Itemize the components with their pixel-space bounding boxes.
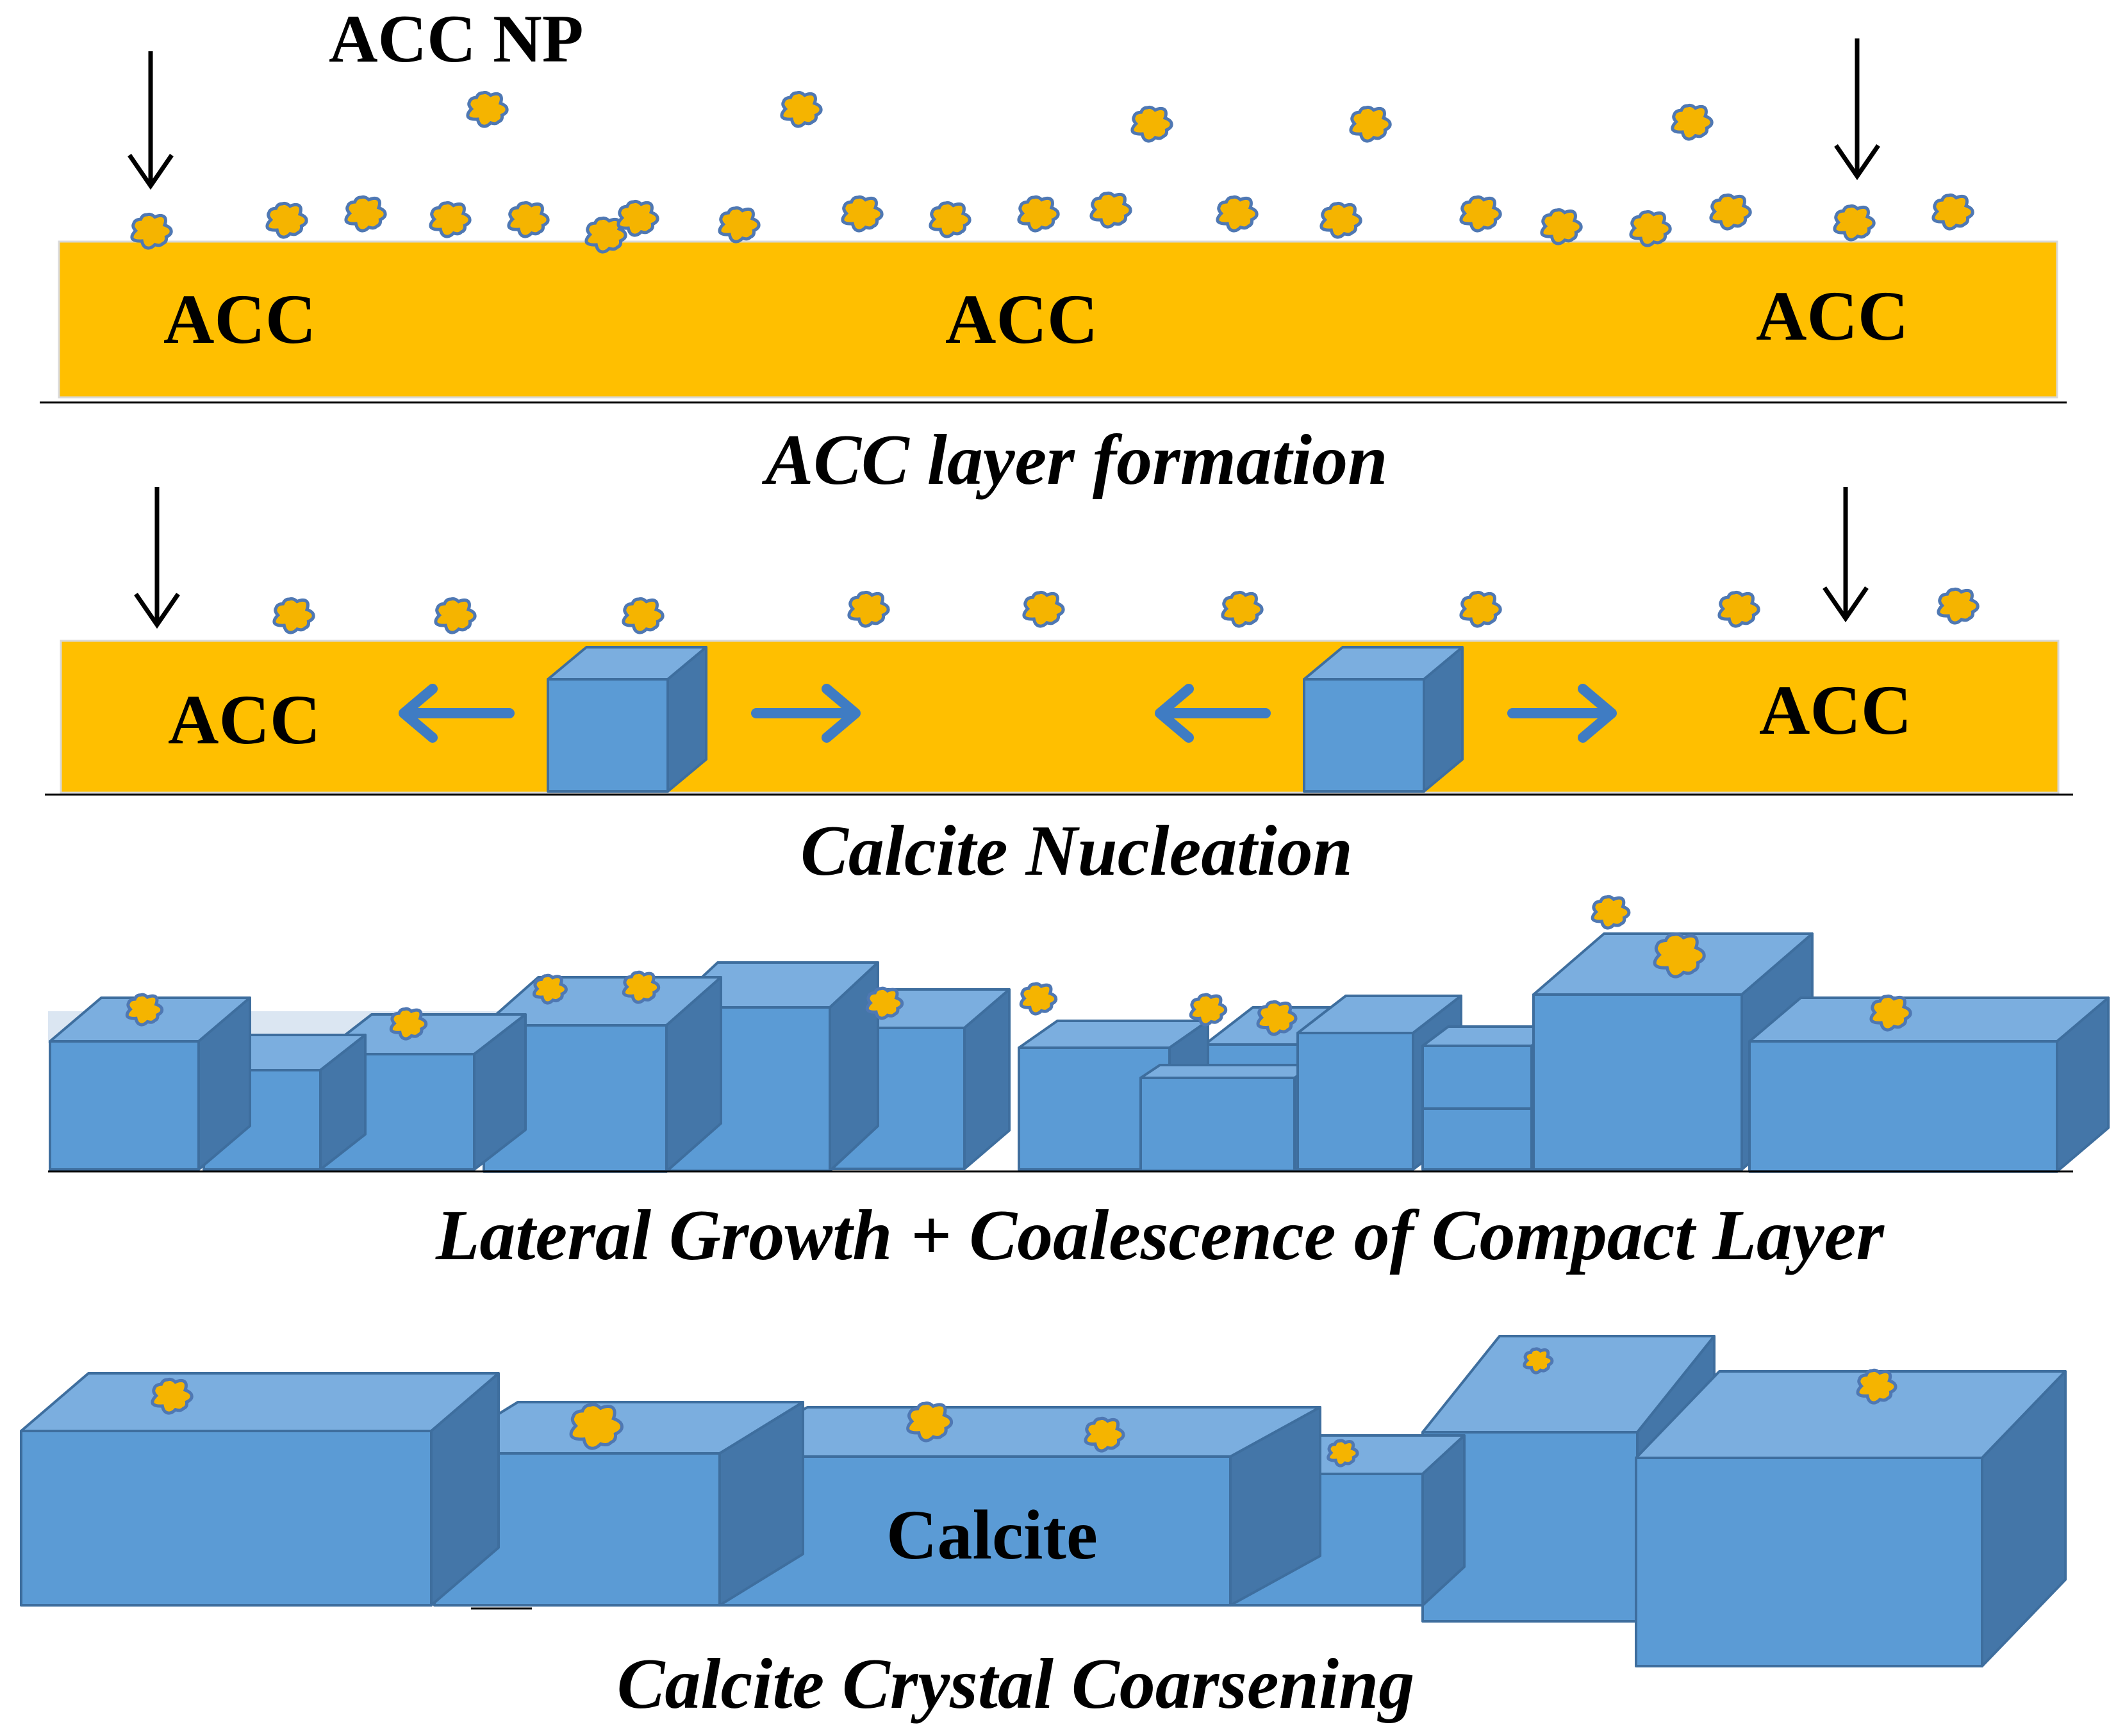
coarsened-calcite-crystal <box>716 1406 1321 1607</box>
compact-layer-crystal <box>1748 996 2110 1173</box>
acc-nanoparticle-icon <box>718 206 761 244</box>
acc-nanoparticle-icon <box>616 199 659 237</box>
acc-nanoparticle-icon <box>1653 932 1706 979</box>
compact-layer-crystals <box>49 932 2110 1173</box>
caption-calcite-nucleation: Calcite Nucleation <box>800 811 1353 891</box>
calcite-nucleus <box>547 646 707 793</box>
caption-acc-layer-formation: ACC layer formation <box>762 420 1388 500</box>
acc-nanoparticle-icon <box>1089 191 1132 229</box>
acc-nanoparticle-icon <box>1130 105 1173 143</box>
acc-nanoparticle-icon <box>1931 193 1974 231</box>
acc-nanoparticle-icon <box>130 212 173 250</box>
acc-nanoparticle-icon <box>1869 994 1912 1032</box>
acc-layer-2 <box>60 640 2060 794</box>
lateral-growth-arrows <box>399 684 1617 743</box>
caption-crystal-coarsening: Calcite Crystal Coarsening <box>617 1644 1415 1724</box>
acc-nanoparticle-icon <box>622 970 661 1004</box>
deposition-arrows-1 <box>128 38 1880 190</box>
acc-nanoparticle-icon <box>1937 587 1980 625</box>
acc-nanoparticle-icon <box>1019 982 1058 1016</box>
acc-nanoparticle-icon <box>265 201 308 239</box>
acc-nanoparticle-icon <box>272 597 315 634</box>
coarsened-calcite-crystal <box>20 1372 500 1607</box>
deposition-arrow-icon <box>1823 487 1869 623</box>
lateral-growth-arrow-icon <box>751 684 861 743</box>
lateral-growth-arrow-icon <box>399 684 515 743</box>
acc-nanoparticle-icon <box>1709 193 1752 231</box>
coarsened-crystals <box>20 1335 2067 1667</box>
acc-nanoparticle-icon <box>1221 590 1264 628</box>
acc-nanoparticle-icon <box>466 90 509 128</box>
acc-nanoparticle-icon <box>125 993 164 1027</box>
acc-nanoparticle-icon <box>151 1377 194 1415</box>
acc-np-label: ACC NP <box>329 1 583 76</box>
acc-nanoparticle-icon <box>1523 1347 1554 1375</box>
acc-nanoparticle-icon <box>1319 201 1362 239</box>
acc-label-1c: ACC <box>1756 277 1908 355</box>
acc-nanoparticle-icon <box>389 1007 428 1041</box>
compact-layer-crystal <box>49 996 251 1171</box>
nanoparticles-3 <box>125 895 1912 1041</box>
acc-nanoparticle-icon <box>507 201 550 238</box>
deposition-arrow-icon <box>128 51 174 190</box>
acc-label-2a: ACC <box>168 681 320 759</box>
acc-nanoparticle-icon <box>1017 195 1060 233</box>
acc-nanoparticle-icon <box>1856 1368 1898 1405</box>
deposition-arrows-2 <box>134 487 1869 629</box>
acc-nanoparticle-icon <box>780 90 823 128</box>
calcite-nuclei <box>547 646 1464 793</box>
acc-nanoparticle-icon <box>1540 208 1583 245</box>
stage-lateral-growth: Lateral Growth + Coalescence of Compact … <box>48 895 2110 1275</box>
deposition-arrow-icon <box>134 487 180 629</box>
acc-nanoparticle-icon <box>929 201 972 238</box>
nanoparticles-1 <box>130 90 1974 254</box>
lateral-growth-arrow-icon <box>1507 684 1617 743</box>
acc-nanoparticle-icon <box>533 973 568 1005</box>
acc-nanoparticle-icon <box>1717 590 1760 628</box>
caption-lateral-growth: Lateral Growth + Coalescence of Compact … <box>435 1196 1885 1275</box>
compact-layer-crystal <box>1139 1064 1315 1172</box>
calcite-label: Calcite <box>886 1496 1098 1574</box>
nanoparticles-4 <box>151 1347 1898 1467</box>
acc-nanoparticle-icon <box>1349 105 1392 143</box>
calcite-nucleus <box>1303 646 1464 793</box>
acc-nanoparticle-icon <box>847 590 890 628</box>
acc-nanoparticle-icon <box>1327 1439 1359 1467</box>
acc-nanoparticle-icon <box>344 195 387 233</box>
acc-nanoparticle-icon <box>429 201 472 238</box>
acc-nanoparticle-icon <box>1629 210 1672 247</box>
lateral-growth-arrow-icon <box>1155 684 1271 743</box>
acc-nanoparticle-icon <box>1189 993 1228 1027</box>
deposition-arrow-icon <box>1834 38 1880 181</box>
acc-label-1b: ACC <box>945 280 1098 358</box>
acc-label-1a: ACC <box>163 280 316 358</box>
acc-nanoparticle-icon <box>1022 590 1065 628</box>
acc-nanoparticle-icon <box>434 597 477 634</box>
acc-nanoparticle-icon <box>1591 895 1631 930</box>
stage-acc-layer-formation: ACC NP ACC ACC ACC ACC layer formation <box>40 1 2067 500</box>
acc-nanoparticle-icon <box>906 1401 954 1443</box>
acc-nanoparticle-icon <box>1671 103 1714 141</box>
stage-calcite-nucleation: ACC ACC Calcite Nucleation <box>45 487 2073 891</box>
acc-layer-1 <box>58 240 2058 399</box>
acc-nanoparticle-icon <box>1256 1000 1298 1036</box>
nanoparticles-2 <box>272 587 1980 634</box>
acc-nanoparticle-icon <box>1216 195 1259 233</box>
acc-nanoparticle-icon <box>1459 590 1502 628</box>
acc-nanoparticle-icon <box>1459 195 1502 233</box>
acc-label-2b: ACC <box>1759 671 1912 749</box>
coarsened-calcite-crystal <box>1421 1335 1716 1623</box>
acc-nanoparticle-icon <box>1084 1416 1125 1453</box>
acc-nanoparticle-icon <box>569 1403 624 1450</box>
acc-nanoparticle-icon <box>622 597 665 634</box>
coarsened-calcite-crystal <box>1635 1370 2067 1667</box>
acc-nanoparticle-icon <box>865 986 904 1020</box>
acc-nanoparticle-icon <box>584 216 627 254</box>
acc-nanoparticle-icon <box>1833 204 1876 242</box>
acc-nanoparticle-icon <box>841 195 884 233</box>
